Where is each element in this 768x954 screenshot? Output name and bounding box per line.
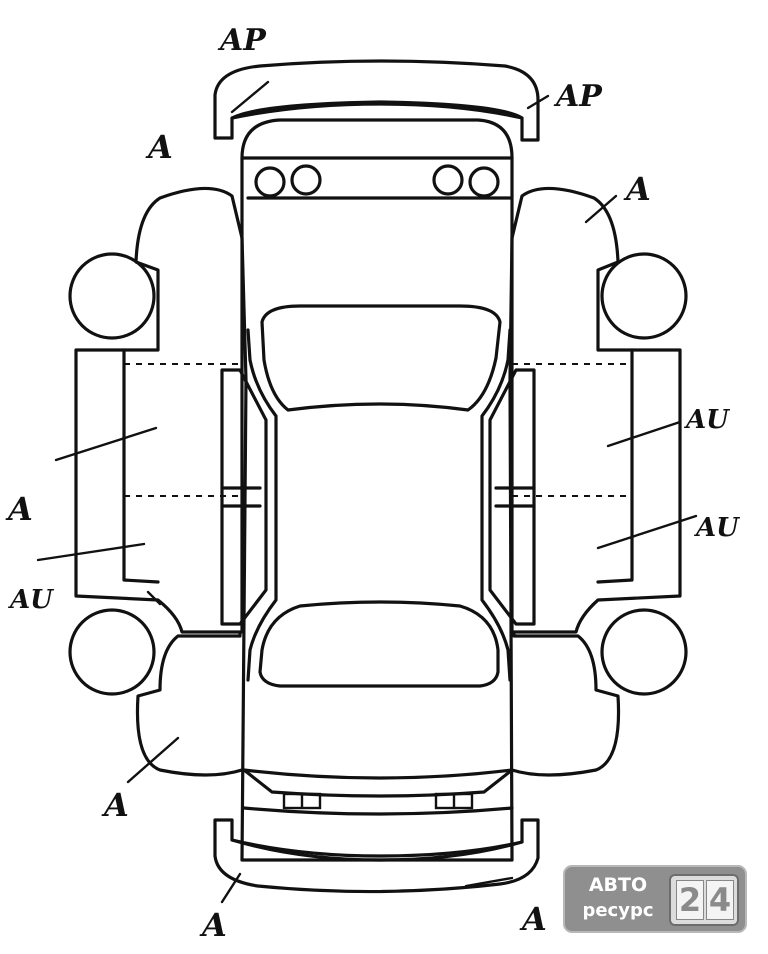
logo-bottom-text: ресурс [582, 900, 654, 921]
roof-right [480, 328, 512, 682]
roof-left [246, 328, 278, 682]
label-top-right: AP [553, 79, 603, 114]
avtoresurs-logo: АВТО ресурс 2 4 [563, 865, 747, 933]
right-rear-wheel [600, 608, 688, 696]
label-left-front-fender: A [145, 128, 173, 166]
rear-bumper [213, 818, 540, 894]
label-left-rear-fender: A [101, 786, 129, 824]
car-body [240, 118, 514, 862]
headlight-right-inner [432, 164, 464, 196]
left-side-panel [68, 186, 268, 777]
left-rear-wheel [68, 608, 156, 696]
front-bumper [213, 59, 540, 142]
right-side-panel [488, 186, 688, 777]
label-bottom-left: A [199, 906, 227, 944]
leader-lines [36, 80, 698, 904]
headlight-left-outer [254, 166, 286, 198]
label-bottom-right: A [519, 900, 547, 938]
logo-top-text: АВТО [588, 874, 648, 896]
left-b-pillar [220, 368, 268, 626]
logo-digit-1: 2 [676, 880, 704, 920]
trunk-line [242, 768, 514, 780]
right-b-pillar [488, 368, 536, 626]
left-front-wheel [68, 252, 156, 340]
right-front-wheel [600, 252, 688, 340]
headlight-right-outer [468, 166, 500, 198]
logo-digit-box: 2 4 [669, 874, 739, 926]
headlight-left-inner [290, 164, 322, 196]
rear-window [258, 600, 500, 688]
label-right-door-upper: AU [683, 405, 730, 435]
label-top-left: AP [217, 23, 267, 58]
logo-digit-2: 4 [706, 880, 734, 920]
label-left-door: A [5, 490, 33, 528]
windshield [260, 304, 502, 412]
label-right-front-fender: A [623, 170, 651, 208]
label-left-lower: AU [7, 585, 54, 615]
label-right-door-lower: AU [693, 513, 740, 543]
